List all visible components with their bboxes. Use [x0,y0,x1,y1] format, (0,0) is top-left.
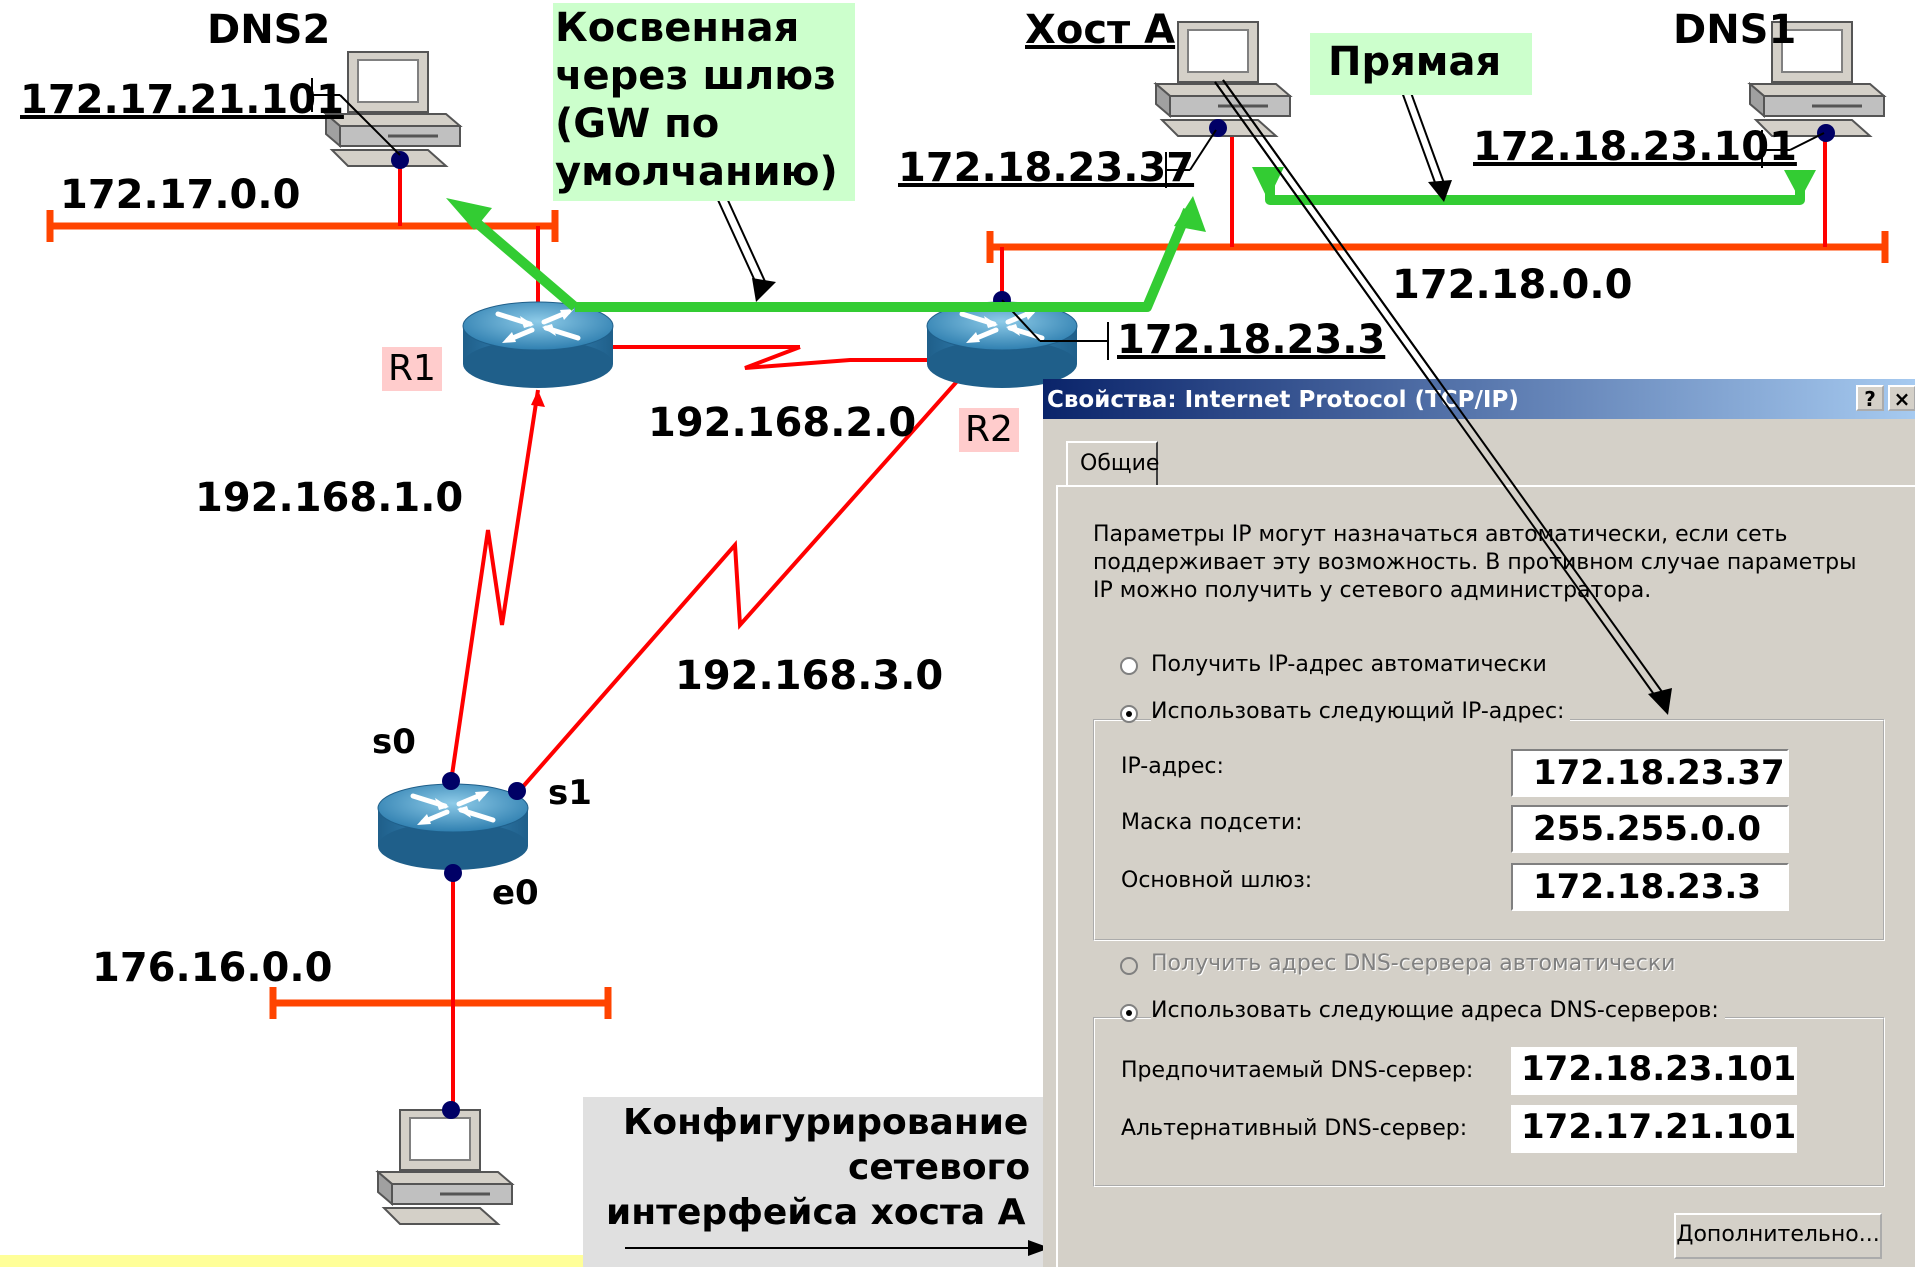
gateway-input[interactable]: 172.18.23.3 [1511,863,1789,911]
s0-label: s0 [372,722,416,762]
dns2-label: DNS2 [207,7,331,53]
gateway-label: Основной шлюз: [1121,868,1313,893]
router-icon-r1 [463,302,613,388]
indirect-line3: (GW по [555,101,720,147]
help-button[interactable]: ? [1856,385,1884,411]
tab-general[interactable]: Общие [1066,441,1160,487]
manual-dns-group [1093,1017,1885,1187]
indirect-line1: Косвенная [555,5,800,51]
direct-label: Прямая [1328,39,1502,85]
tab-general-label: Общие [1080,451,1160,476]
preferred-dns-input[interactable]: 172.18.23.101 [1511,1047,1797,1095]
dialog-title: Свойства: Internet Protocol (TCP/IP) [1047,387,1519,413]
net-192-168-1-label: 192.168.1.0 [195,475,464,521]
radio-auto-dns[interactable] [1120,957,1138,975]
router-icon-r2 [927,302,1077,388]
caption-box [583,1097,1045,1267]
caption-line2: сетевого [848,1147,1031,1188]
tcpip-properties-dialog: Свойства: Internet Protocol (TCP/IP) ? ×… [1043,379,1915,1267]
alternate-dns-label: Альтернативный DNS-сервер: [1121,1116,1468,1141]
net-172-17-label: 172.17.0.0 [60,172,301,218]
net-192-168-3-label: 192.168.3.0 [675,653,944,699]
e0-label: e0 [492,873,539,913]
net-192-168-2-label: 192.168.2.0 [648,400,917,446]
advanced-button[interactable]: Дополнительно... [1674,1213,1882,1259]
indirect-line2: через шлюз [555,53,837,99]
radio-auto-ip[interactable] [1120,657,1138,675]
s1-label: s1 [548,773,592,813]
indirect-line4: умолчанию) [555,149,838,195]
indirect-highlight [553,3,855,201]
dialog-title-bar[interactable]: Свойства: Internet Protocol (TCP/IP) ? × [1043,379,1915,419]
host-a-label: Хост А [1025,7,1176,53]
dns1-label: DNS1 [1673,7,1797,53]
radio-manual-ip[interactable] [1120,705,1138,723]
mask-input[interactable]: 255.255.0.0 [1511,805,1789,853]
route-arrow-direct [1265,176,1805,205]
net-172-18-label: 172.18.0.0 [1392,262,1633,308]
computer-icon-lan [376,1108,514,1226]
link-192-168-1 [450,389,540,776]
bottom-band [0,1255,590,1267]
route-arrow-indirect [575,208,1193,312]
alternate-dns-input[interactable]: 172.17.21.101 [1511,1105,1797,1153]
intro-line3: IP можно получить у сетевого администрат… [1093,578,1652,603]
router-label-r2: R2 [959,408,1019,452]
radio-auto-dns-label[interactable]: Получить адрес DNS-сервера автоматически [1151,951,1676,976]
host-a-ip-label: 172.18.23.37 [898,145,1195,191]
mask-label: Маска подсети: [1121,810,1303,835]
dns2-ip-label: 172.17.21.101 [20,77,344,123]
caption-line3: интерфейса хоста А [606,1192,1026,1233]
radio-auto-ip-label[interactable]: Получить IP-адрес автоматически [1151,652,1547,677]
router-label-r1: R1 [382,347,442,391]
radio-manual-dns[interactable] [1120,1004,1138,1022]
ip-label: IP-адрес: [1121,754,1224,779]
net-176-16-label: 176.16.0.0 [92,945,333,991]
bus-172-18 [986,231,1889,263]
link-192-168-3 [518,376,962,792]
ip-input[interactable]: 172.18.23.37 [1511,749,1789,797]
bus-176-16 [269,987,612,1019]
computer-icon-host-a [1154,20,1292,138]
preferred-dns-label: Предпочитаемый DNS-сервер: [1121,1058,1474,1083]
radio-manual-dns-label[interactable]: Использовать следующие адреса DNS-сервер… [1151,995,1725,1027]
router-icon-r3 [378,784,528,870]
close-button[interactable]: × [1888,385,1915,411]
caption-line1: Конфигурирование [623,1102,1029,1143]
radio-manual-ip-label[interactable]: Использовать следующий IP-адрес: [1151,696,1571,728]
dns1-ip-label: 172.18.23.101 [1473,124,1797,170]
r2-ip-label: 172.18.23.3 [1117,317,1386,363]
